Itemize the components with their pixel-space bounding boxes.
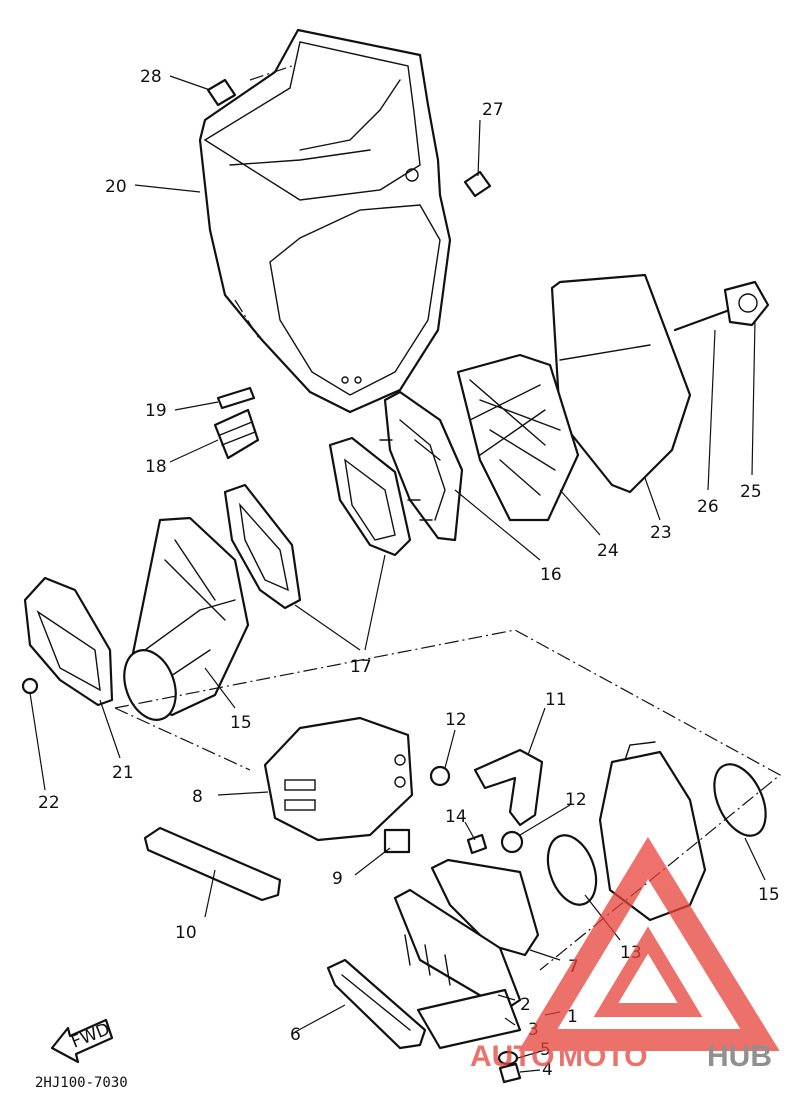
label-16: 15 bbox=[230, 713, 252, 733]
bolt-part-14 bbox=[466, 833, 488, 855]
label-10: 10 bbox=[175, 923, 197, 943]
label-14: 14 bbox=[445, 807, 467, 827]
clamp-part-12b bbox=[500, 830, 524, 854]
watermark-text-hub: HUB bbox=[707, 1040, 772, 1073]
washer-part-5 bbox=[497, 1050, 519, 1066]
label-9: 9 bbox=[332, 869, 343, 889]
manifold-part-7 bbox=[430, 858, 540, 957]
label-1: 1 bbox=[567, 1007, 578, 1027]
joint-part-13 bbox=[546, 834, 598, 906]
label-18: 17 bbox=[350, 657, 372, 677]
label-4: 4 bbox=[542, 1060, 553, 1080]
label-11: 11 bbox=[545, 690, 567, 710]
nut-part-4 bbox=[498, 1062, 522, 1084]
label-25: 24 bbox=[597, 541, 619, 561]
label-23: 22 bbox=[38, 793, 60, 813]
clamp-part-15 bbox=[713, 763, 767, 837]
label-29: 28 bbox=[140, 67, 162, 87]
filter-element-part-24 bbox=[550, 273, 692, 494]
intake-duct-part-16 bbox=[123, 516, 250, 721]
gasket-part-6 bbox=[326, 958, 427, 1050]
bolt-part-29 bbox=[206, 78, 237, 107]
leader-lines bbox=[29, 75, 766, 1073]
joint-part-19 bbox=[213, 408, 260, 460]
label-21: 20 bbox=[105, 177, 127, 197]
drawing-code: 2HJ100-7030 bbox=[35, 1075, 128, 1091]
cover-part-8 bbox=[263, 716, 414, 842]
label-12a: 12 bbox=[445, 710, 467, 730]
label-15: 15 bbox=[758, 885, 780, 905]
clip-part-20 bbox=[216, 386, 256, 410]
filter-guide-part-25 bbox=[456, 353, 580, 522]
watermark-triangle bbox=[518, 836, 780, 1051]
label-2: 2 bbox=[520, 995, 531, 1015]
clamp-part-12a bbox=[429, 765, 451, 787]
label-22: 21 bbox=[112, 763, 134, 783]
label-6: 6 bbox=[290, 1025, 301, 1045]
label-8: 8 bbox=[192, 787, 203, 807]
cap-part-22 bbox=[23, 576, 114, 707]
label-27: 26 bbox=[697, 497, 719, 517]
strap-part-10 bbox=[143, 826, 282, 902]
label-17: 16 bbox=[540, 565, 562, 585]
reed-valve-part-2 bbox=[393, 888, 522, 1012]
label-19: 18 bbox=[145, 457, 167, 477]
reed-plate-part-3 bbox=[416, 988, 522, 1050]
label-24: 23 bbox=[650, 523, 672, 543]
label-12b: 12 bbox=[565, 790, 587, 810]
hose-part-11 bbox=[473, 748, 544, 827]
part-labels: 28 20 27 19 18 23 24 16 26 25 17 15 21 2… bbox=[38, 67, 780, 1080]
bolt-part-23 bbox=[21, 677, 39, 695]
label-20: 19 bbox=[145, 401, 167, 421]
watermark-text-moto: MOTO bbox=[558, 1040, 647, 1073]
airbox-part-21 bbox=[198, 28, 452, 414]
label-26: 25 bbox=[740, 482, 762, 502]
fwd-arrow: FWD bbox=[50, 1018, 114, 1064]
bolt-part-28 bbox=[463, 170, 492, 198]
gasket-part-18b bbox=[223, 483, 302, 610]
watermark-logo: AUTO MOTO HUB bbox=[470, 836, 780, 1073]
holder-part-17 bbox=[379, 390, 464, 542]
watermark-text-auto: AUTO bbox=[470, 1040, 554, 1073]
filter-bolt-part-26-27 bbox=[673, 280, 770, 332]
label-28: 27 bbox=[482, 100, 504, 120]
label-part-9 bbox=[383, 828, 411, 854]
gasket-part-18a bbox=[328, 436, 412, 557]
